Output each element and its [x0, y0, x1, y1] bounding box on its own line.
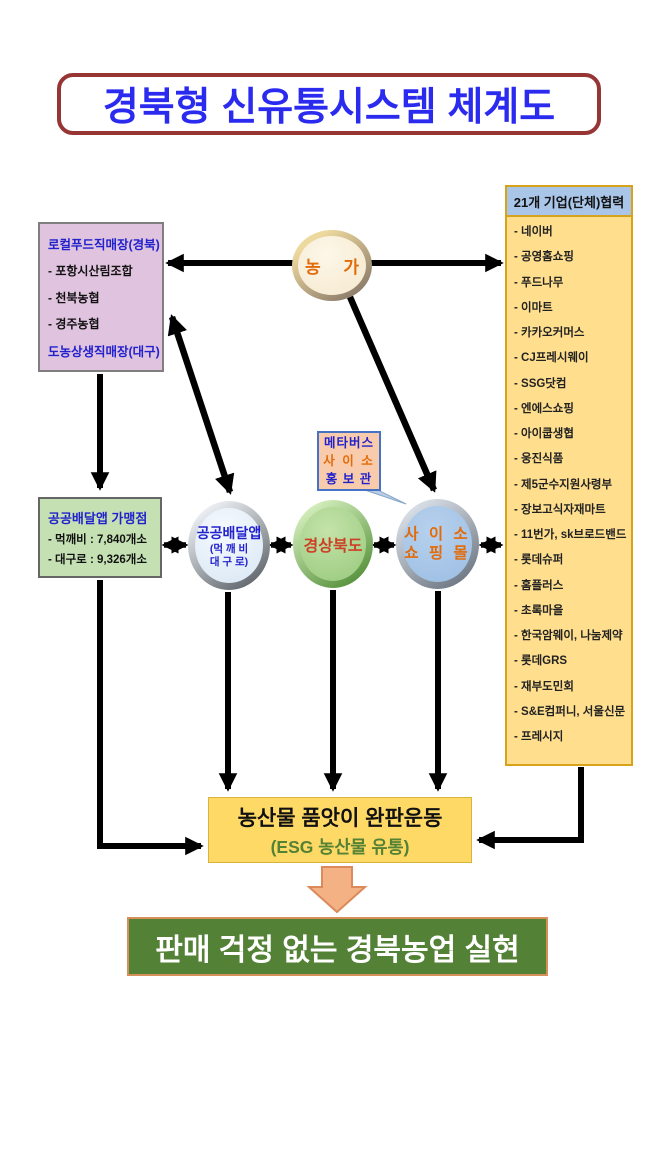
metaverse-line2: 사 이 소 — [323, 454, 375, 468]
delivery-app-sub1: (먹 깨 비 — [209, 542, 249, 555]
local-food-item: - 포항시산림조합 — [48, 264, 133, 279]
partner-item: - 롯데슈퍼 — [514, 554, 564, 567]
saiso-mall-node-face: 사 이 소 쇼 핑 몰 — [403, 506, 472, 582]
diagram-title: 경북형 신유통시스템 체계도 — [102, 86, 556, 129]
farm-label: 농 가 — [305, 258, 369, 277]
local-food-title-gyeongbuk: 로컬푸드직매장(경북) — [48, 238, 160, 252]
partner-item: - 홈플러스 — [514, 579, 564, 592]
delivery-app-node: 공공배달앱 (먹 깨 비 대 구 로) — [188, 501, 270, 590]
farm-node: 농 가 — [292, 230, 372, 301]
partner-item: - 이마트 — [514, 301, 553, 314]
local-food-title-daegu: 도농상생직매장(대구) — [48, 345, 160, 359]
saiso-mall-node: 사 이 소 쇼 핑 몰 — [396, 499, 479, 589]
partner-item: - 공영홈쇼핑 — [514, 251, 574, 264]
arrow-partners-campaign-elbow — [476, 767, 584, 850]
partner-item: - 아이쿱생협 — [514, 428, 574, 440]
delivery-stores-item: - 대구로 : 9,326개소 — [48, 554, 147, 566]
delivery-stores-item: - 먹깨비 : 7,840개소 — [48, 534, 147, 546]
saiso-label-line2: 쇼 핑 몰 — [404, 545, 471, 562]
partner-item: - 네이버 — [514, 226, 553, 238]
province-node-face: 경상북도 — [300, 507, 366, 581]
goal-box: 판매 걱정 없는 경북농업 실현 — [127, 917, 548, 976]
diagram-title-box: 경북형 신유통시스템 체계도 — [57, 73, 601, 135]
partner-list: - 네이버 - 공영홈쇼핑 - 푸드나무 - 이마트 - 카카오커머스 - CJ… — [507, 217, 631, 750]
campaign-box: 농산물 품앗이 완판운동 (ESG 농산물 유통) — [208, 797, 472, 863]
local-food-item: - 경주농협 — [48, 316, 100, 331]
province-label: 경상북도 — [303, 538, 363, 555]
partner-item: - SSG닷컴 — [514, 377, 567, 390]
metaverse-line3: 홍 보 관 — [325, 472, 373, 486]
partner-item: - 장보고식자재마트 — [514, 503, 606, 516]
campaign-line2: (ESG 농산물 유통) — [270, 836, 410, 857]
block-arrow-down — [306, 866, 368, 914]
partner-item: - 11번가, sk브로드밴드 — [514, 529, 627, 541]
partner-item: - 재부도민회 — [514, 680, 574, 693]
saiso-label-line1: 사 이 소 — [404, 526, 471, 543]
partner-list-header: 21개 기업(단체)협력 — [507, 187, 631, 217]
local-food-box: 로컬푸드직매장(경북) - 포항시산림조합 - 천북농협 - 경주농협 도농상생… — [38, 222, 164, 372]
partner-item: - 프레시지 — [514, 731, 564, 743]
partner-item: - 웅진식품 — [514, 453, 564, 466]
delivery-stores-box: 공공배달앱 가맹점 - 먹깨비 : 7,840개소 - 대구로 : 9,326개… — [38, 497, 162, 578]
partner-item: - 제5군수지원사령부 — [514, 478, 613, 491]
farm-node-face: 농 가 — [298, 236, 366, 295]
campaign-line1: 농산물 품앗이 완판운동 — [237, 806, 443, 830]
delivery-app-node-face: 공공배달앱 (먹 깨 비 대 구 로) — [195, 508, 263, 583]
partner-list-box: 21개 기업(단체)협력 - 네이버 - 공영홈쇼핑 - 푸드나무 - 이마트 … — [505, 185, 633, 766]
delivery-stores-title: 공공배달앱 가맹점 — [48, 511, 148, 526]
partner-item: - CJ프레시웨이 — [514, 352, 589, 365]
partner-item: - 롯데GRS — [514, 655, 568, 668]
partner-item: - 엔에스쇼핑 — [514, 402, 574, 415]
delivery-app-label: 공공배달앱 — [196, 524, 262, 541]
goal-label: 판매 걱정 없는 경북농업 실현 — [155, 933, 520, 967]
arrow-stores-campaign-elbow — [97, 580, 204, 856]
delivery-app-sub2: 대 구 로) — [209, 555, 249, 568]
province-node: 경상북도 — [293, 500, 373, 588]
partner-item: - S&E컴퍼니, 서울신문 — [514, 705, 626, 718]
local-food-item: - 천북농협 — [48, 290, 100, 305]
arrow-farm-saiso — [347, 295, 437, 493]
metaverse-line1: 메타버스 — [323, 436, 374, 450]
partner-item: - 초록마을 — [514, 604, 564, 617]
partner-item: - 카카오커머스 — [514, 327, 585, 339]
arrow-local-deliveryapp — [167, 314, 235, 495]
metaverse-callout: 메타버스 사 이 소 홍 보 관 — [317, 431, 381, 491]
partner-item: - 푸드나무 — [514, 276, 564, 289]
partner-item: - 한국암웨이, 나눔제약 — [514, 630, 623, 642]
